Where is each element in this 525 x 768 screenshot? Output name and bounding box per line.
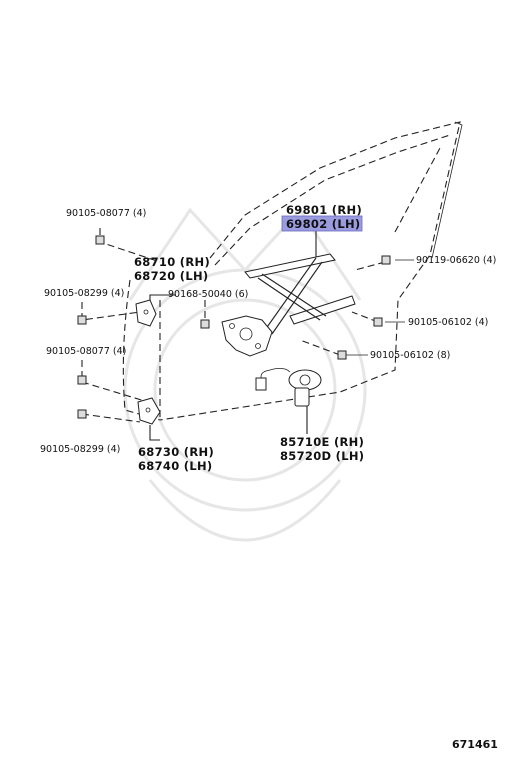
label-bolt-right-mid: 90105-06102 (4) — [408, 317, 488, 328]
label-motor-rh: 85710E (RH) — [280, 435, 364, 449]
label-bolt-top-left: 90105-08077 (4) — [66, 208, 146, 219]
label-bolt-right-top: 90119-06620 (4) — [416, 255, 496, 266]
door-outline — [122, 121, 463, 421]
label-hinge-lower-lh: 68740 (LH) — [138, 459, 212, 473]
label-bolt-upper-hinge: 90105-08299 (4) — [44, 288, 124, 299]
upper-hinge — [135, 299, 157, 327]
label-hinge-upper-lh: 68720 (LH) — [134, 269, 208, 283]
bolt-icon-2 — [77, 315, 87, 325]
bolt-icon-5 — [381, 255, 391, 265]
label-bolt-lower-hinge: 90105-08299 (4) — [40, 444, 120, 455]
bolt-icon-4 — [77, 409, 87, 419]
label-bolt-mid-left: 90105-08077 (4) — [46, 346, 126, 357]
label-hinge-upper-rh: 68710 (RH) — [134, 255, 210, 269]
bolt-icon-6 — [373, 317, 383, 327]
lower-hinge — [137, 397, 161, 425]
label-regulator-rh: 69801 (RH) — [286, 203, 362, 217]
label-bolt-right-low: 90105-06102 (8) — [370, 350, 450, 361]
figure-number: 671461 — [452, 738, 498, 751]
bolt-icon-7 — [337, 350, 347, 360]
bolt-icon-1 — [95, 235, 105, 245]
selected-part-highlight — [281, 215, 363, 232]
label-hinge-lower-rh: 68730 (RH) — [138, 445, 214, 459]
window-regulator — [221, 253, 356, 357]
label-clip: 90168-50040 (6) — [168, 289, 248, 300]
watermark-emblem — [123, 207, 367, 542]
bolt-icon-3 — [77, 375, 87, 385]
clip-icon — [200, 319, 210, 329]
regulator-motor — [255, 368, 322, 407]
label-regulator-lh: 69802 (LH) — [286, 217, 360, 231]
label-motor-lh: 85720D (LH) — [280, 449, 364, 463]
